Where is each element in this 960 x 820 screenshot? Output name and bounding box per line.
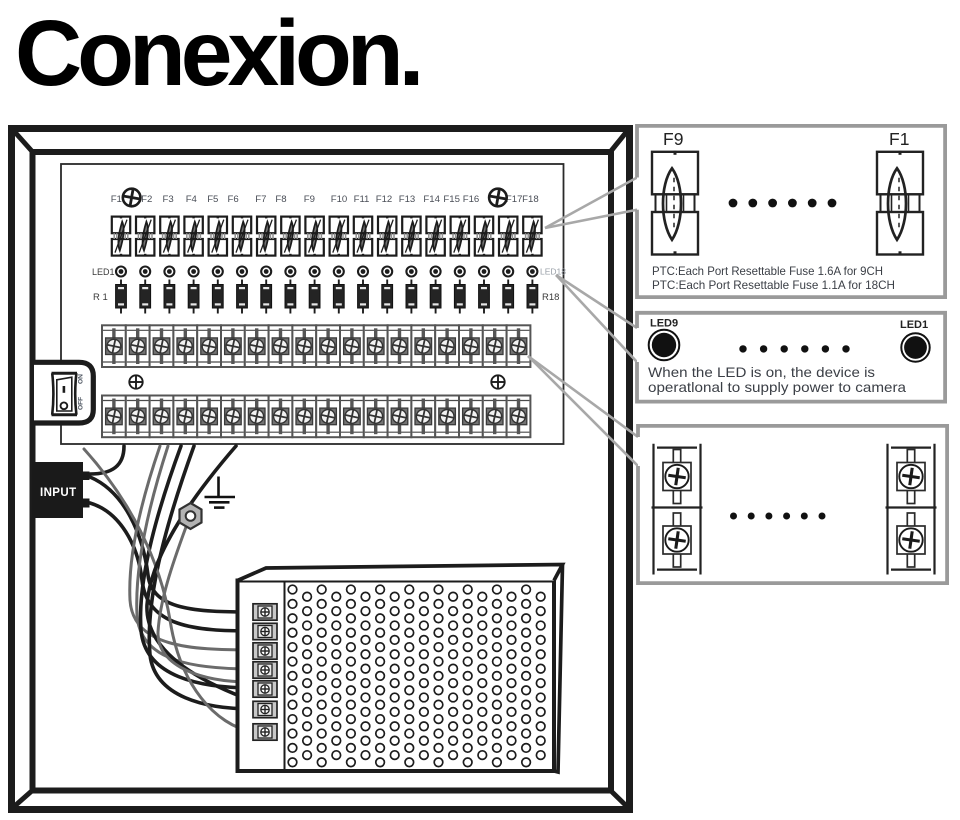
svg-text:PTC:Each Port Resettable Fuse: PTC:Each Port Resettable Fuse 1.1A for 1… bbox=[652, 279, 895, 292]
svg-text:F2: F2 bbox=[141, 194, 152, 205]
svg-text:F11: F11 bbox=[354, 194, 370, 205]
svg-text:F8: F8 bbox=[275, 194, 286, 205]
svg-text:PTC:Each Port Resettable Fuse: PTC:Each Port Resettable Fuse 1.6A for 9… bbox=[652, 265, 883, 278]
svg-text:F9: F9 bbox=[304, 194, 315, 205]
svg-text:When the LED is on, the device: When the LED is on, the device is bbox=[648, 365, 875, 380]
svg-text:ON: ON bbox=[78, 374, 85, 384]
svg-text:F1: F1 bbox=[111, 194, 122, 205]
svg-text:F6: F6 bbox=[227, 194, 238, 205]
svg-text:R 1: R 1 bbox=[93, 292, 108, 303]
svg-text:F5: F5 bbox=[207, 194, 218, 205]
svg-text:F12: F12 bbox=[376, 194, 393, 205]
svg-text:F3: F3 bbox=[162, 194, 173, 205]
svg-text:LED1: LED1 bbox=[92, 267, 115, 277]
svg-text:LED9: LED9 bbox=[650, 318, 678, 330]
svg-text:F10: F10 bbox=[331, 194, 348, 205]
svg-text:F18: F18 bbox=[522, 194, 539, 205]
svg-text:F17: F17 bbox=[506, 194, 523, 205]
svg-text:Conexion.: Conexion. bbox=[15, 1, 420, 105]
svg-text:R18: R18 bbox=[542, 292, 559, 303]
svg-text:F7: F7 bbox=[255, 194, 266, 205]
svg-text:F1: F1 bbox=[889, 129, 909, 149]
svg-text:F15: F15 bbox=[443, 194, 460, 205]
svg-text:OFF: OFF bbox=[78, 397, 85, 410]
svg-text:F14: F14 bbox=[423, 194, 440, 205]
svg-text:F13: F13 bbox=[399, 194, 416, 205]
svg-text:F16: F16 bbox=[463, 194, 480, 205]
svg-text:LED1: LED1 bbox=[900, 319, 928, 331]
svg-text:LED18: LED18 bbox=[540, 267, 566, 277]
svg-text:F9: F9 bbox=[663, 129, 683, 149]
svg-text:operatlonal to supply power to: operatlonal to supply power to camera bbox=[648, 380, 906, 395]
svg-text:INPUT: INPUT bbox=[40, 487, 77, 499]
svg-text:F4: F4 bbox=[186, 194, 198, 205]
